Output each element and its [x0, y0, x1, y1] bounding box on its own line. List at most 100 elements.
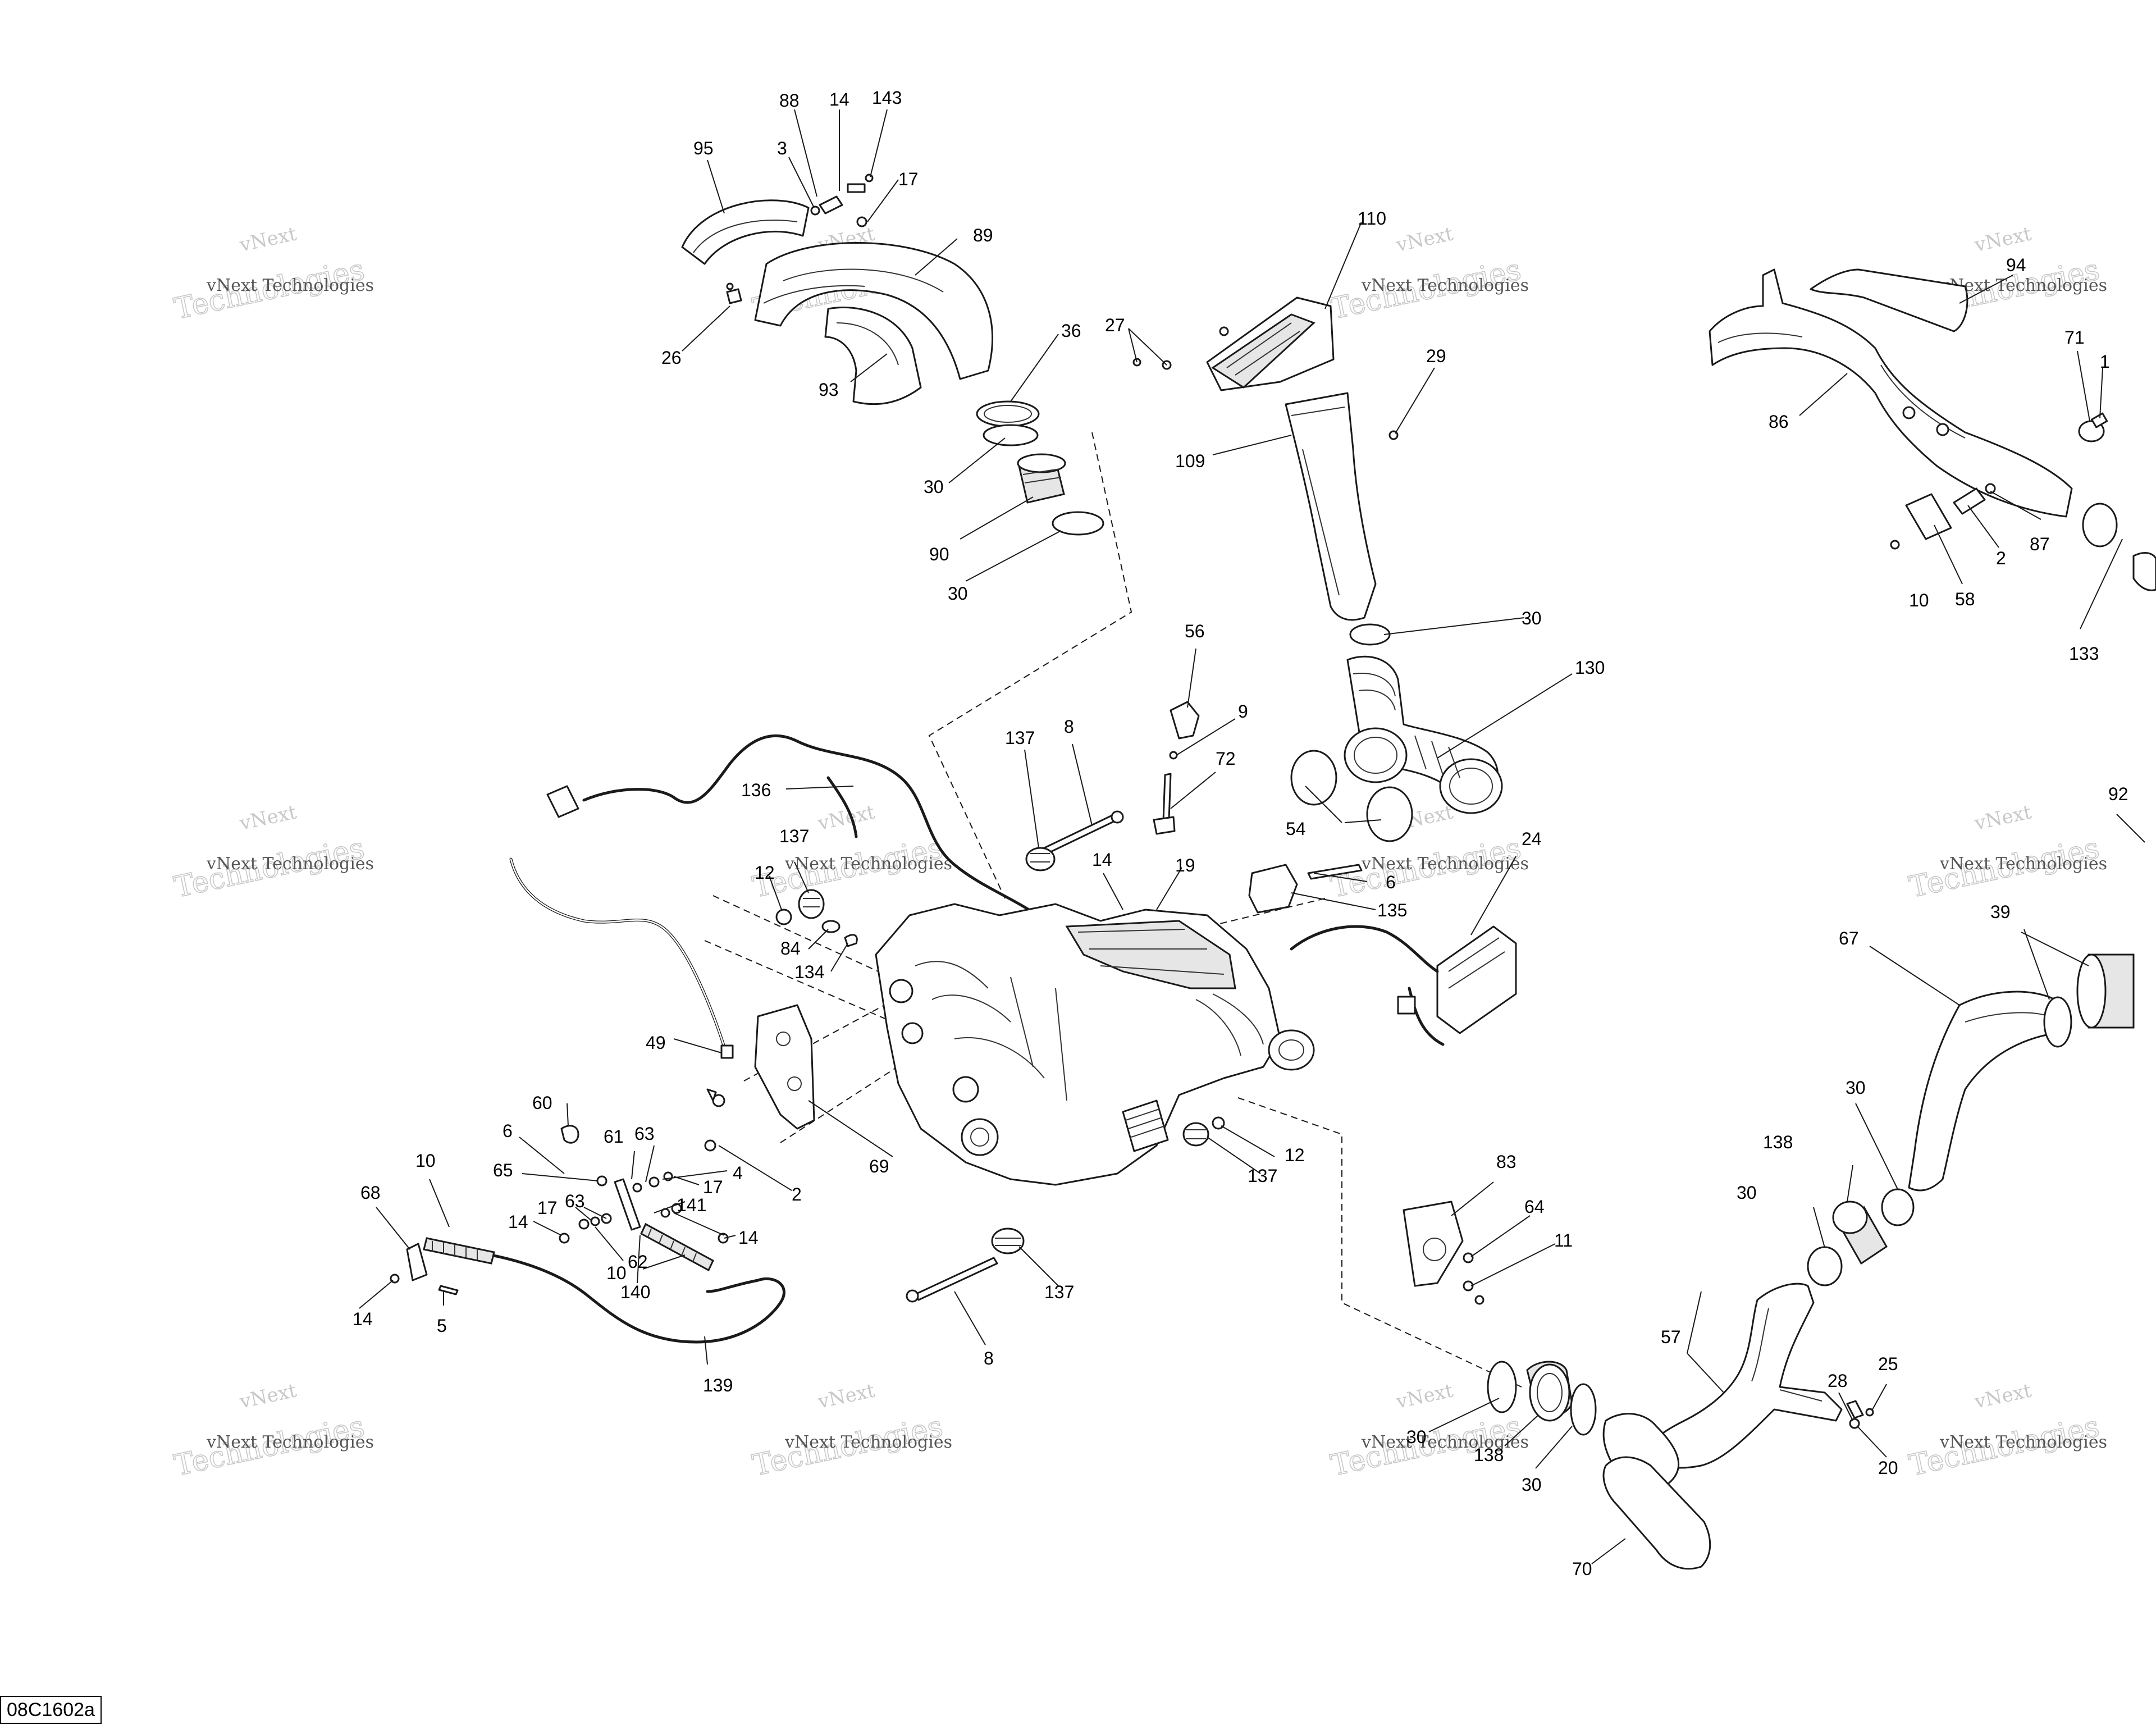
part-90-coupler — [1017, 453, 1066, 504]
part-54-clamps — [1290, 750, 1413, 842]
part-92-coupler — [2076, 953, 2135, 1029]
watermark-line-3: vNext Technologies — [1361, 276, 1529, 295]
guide-line-intake-2 — [1184, 898, 1326, 933]
bracket-88-3-group — [726, 174, 874, 304]
callout-89: 89 — [973, 225, 993, 245]
callout-10: 10 — [415, 1151, 436, 1171]
callout-26: 26 — [661, 348, 682, 368]
part-93-duct — [824, 307, 922, 405]
watermark-line-3: vNext Technologies — [784, 1432, 952, 1452]
callout-19: 19 — [1175, 855, 1195, 875]
callout-17: 17 — [537, 1198, 558, 1218]
callout-6: 6 — [1386, 872, 1396, 892]
watermark-line-3: vNext Technologies — [1939, 854, 2107, 874]
callout-17: 17 — [898, 169, 919, 189]
part-109-intake-tube — [1285, 392, 1399, 621]
part-67-duct — [1908, 991, 2056, 1192]
part-137-sensor-upper — [1025, 847, 1056, 871]
watermark-line-1: vNext — [1972, 1379, 2034, 1413]
callout-30: 30 — [1406, 1427, 1427, 1447]
part-135-gasket — [1248, 864, 1363, 914]
callout-140: 140 — [620, 1282, 650, 1302]
watermark-line-1: vNext — [1394, 222, 1455, 257]
part-57-exhaust-pipe — [1602, 1283, 1843, 1489]
part-95-duct — [681, 199, 810, 265]
watermark-line-3: vNext Technologies — [206, 276, 374, 295]
callout-90: 90 — [929, 544, 949, 564]
callout-10: 10 — [1909, 590, 1929, 610]
callout-10: 10 — [606, 1263, 627, 1283]
callout-9: 9 — [1238, 701, 1248, 722]
watermark-line-3: vNext Technologies — [1361, 854, 1529, 874]
callout-95: 95 — [693, 138, 714, 158]
watermark-line-1: vNext — [237, 222, 299, 257]
callout-56: 56 — [1185, 621, 1205, 641]
callout-39: 39 — [1990, 902, 2011, 922]
callout-134: 134 — [794, 962, 824, 982]
callout-63: 63 — [634, 1124, 655, 1144]
callout-61: 61 — [604, 1126, 624, 1147]
part-36-clamp — [976, 400, 1040, 427]
callout-12: 12 — [1285, 1145, 1305, 1165]
callout-72: 72 — [1216, 749, 1236, 769]
callout-30: 30 — [1522, 608, 1542, 628]
callout-93: 93 — [819, 380, 839, 400]
watermark-line-1: vNext — [1394, 1379, 1455, 1413]
callout-71: 71 — [2064, 327, 2085, 348]
watermark-line-3: vNext Technologies — [1939, 1432, 2107, 1452]
callout-49: 49 — [646, 1033, 666, 1053]
part-56-throttle-sensor — [1153, 701, 1200, 835]
callout-110: 110 — [1358, 208, 1386, 229]
part-94-heat-shield — [1810, 268, 1968, 332]
watermark-line-1: vNext — [1972, 801, 2034, 835]
callout-137: 137 — [1044, 1282, 1074, 1302]
callout-25: 25 — [1878, 1354, 1898, 1374]
callout-36: 36 — [1061, 321, 1081, 341]
watermark-line-3: vNext Technologies — [206, 1432, 374, 1452]
part-87-sensor-bracket — [1890, 483, 1996, 550]
callout-28: 28 — [1828, 1371, 1848, 1391]
callout-138: 138 — [1763, 1132, 1793, 1152]
callout-4: 4 — [733, 1163, 743, 1183]
watermark-mid-left: vNext Technologies vNext Technologies — [171, 801, 374, 905]
watermark-mid-right: vNext Technologies vNext Technologies — [1906, 801, 2107, 905]
callout-3: 3 — [777, 138, 787, 158]
callout-86: 86 — [1769, 412, 1789, 432]
callout-63: 63 — [565, 1191, 585, 1211]
callout-14: 14 — [353, 1309, 373, 1329]
callout-8: 8 — [984, 1348, 994, 1368]
part-89-duct — [754, 242, 993, 380]
part-30-clamp-lower-right — [1570, 1383, 1597, 1436]
watermark-line-3: vNext Technologies — [784, 854, 952, 874]
callout-68: 68 — [360, 1183, 381, 1203]
guide-line-intake — [928, 432, 1132, 899]
callout-69: 69 — [869, 1156, 889, 1176]
callout-137: 137 — [779, 826, 809, 846]
part-110-airbox-cover — [1132, 296, 1335, 391]
callout-137: 137 — [1248, 1166, 1277, 1186]
watermark-line-1: vNext — [1972, 222, 2034, 257]
callout-30: 30 — [1846, 1078, 1866, 1098]
callout-labels: 88 14 143 95 3 17 89 26 93 36 30 90 30 1… — [353, 88, 2128, 1579]
callout-94: 94 — [2006, 255, 2026, 275]
callout-135: 135 — [1377, 900, 1407, 920]
part-49-hose — [509, 857, 734, 1059]
callout-136: 136 — [741, 780, 771, 800]
part-30-clamp-upper-left — [1807, 1246, 1843, 1286]
callout-14: 14 — [508, 1212, 528, 1232]
callout-70: 70 — [1572, 1559, 1592, 1579]
callout-8: 8 — [1064, 717, 1074, 737]
part-84-spacer — [821, 920, 841, 933]
callout-30: 30 — [924, 477, 944, 497]
callout-60: 60 — [532, 1093, 552, 1113]
part-133-clamp-partial — [2082, 503, 2156, 591]
watermark-line-1: vNext — [237, 1379, 299, 1413]
callout-67: 67 — [1839, 928, 1859, 948]
callout-17: 17 — [703, 1177, 723, 1197]
callout-29: 29 — [1426, 346, 1446, 366]
callout-64: 64 — [1524, 1197, 1545, 1217]
callout-62: 62 — [628, 1252, 648, 1272]
part-130-boot — [1344, 655, 1503, 814]
watermark-top-right-center: vNext Technologies vNext Technologies — [1327, 222, 1529, 326]
